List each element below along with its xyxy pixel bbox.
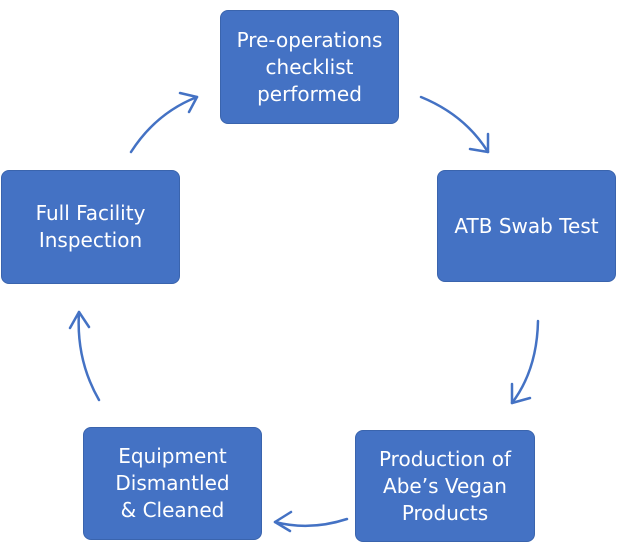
arrow-inspection-to-pre-operations [129, 91, 199, 154]
node-equipment-dismantled: Equipment Dismantled & Cleaned [83, 427, 262, 540]
arrow-atb-swab-to-production [510, 319, 540, 405]
node-full-facility-inspection: Full Facility Inspection [1, 170, 180, 284]
node-atb-swab-test: ATB Swab Test [437, 170, 616, 282]
node-pre-operations-checklist: Pre-operations checklist performed [220, 10, 399, 124]
arrow-production-to-equipment [273, 510, 349, 533]
arrow-pre-operations-to-atb-swab [419, 95, 490, 154]
node-production: Production of Abe’s Vegan Products [355, 430, 535, 542]
arrow-equipment-to-inspection [68, 310, 101, 402]
